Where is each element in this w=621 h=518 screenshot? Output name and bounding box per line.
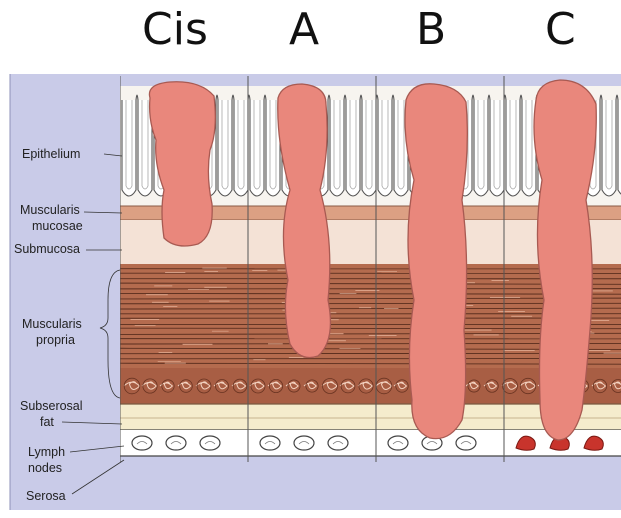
crypt (122, 100, 136, 196)
crypt (362, 100, 376, 196)
lymph-node (294, 436, 314, 450)
crypt (330, 100, 344, 196)
label-muscularis-propria-1: Muscularis (22, 317, 82, 331)
label-lymph-nodes-2: nodes (28, 461, 62, 475)
crypt (250, 100, 264, 196)
tumor-b (405, 84, 467, 439)
label-subserosal-fat-2: fat (40, 415, 54, 429)
crypt (218, 100, 232, 196)
label-muscularis-mucosae-2: mucosae (32, 219, 83, 233)
crypt (490, 100, 504, 196)
lymph-node-layer (120, 430, 621, 456)
crypt (234, 100, 248, 196)
lymph-node (132, 436, 152, 450)
crypt (602, 100, 616, 196)
lymph-node (166, 436, 186, 450)
lymph-node (388, 436, 408, 450)
crypt (346, 100, 360, 196)
crypt (506, 100, 520, 196)
label-lymph-nodes-1: Lymph (28, 445, 65, 459)
lymph-node (260, 436, 280, 450)
label-submucosa: Submucosa (14, 242, 80, 256)
lymph-node (456, 436, 476, 450)
lymph-node (200, 436, 220, 450)
lymph-node (328, 436, 348, 450)
label-muscularis-mucosae-1: Muscularis (20, 203, 80, 217)
label-epithelium: Epithelium (22, 147, 80, 161)
tumor-a (278, 84, 331, 358)
label-subserosal-fat-1: Subserosal (20, 399, 83, 413)
label-muscularis-propria-2: propria (36, 333, 75, 347)
label-serosa: Serosa (26, 489, 66, 503)
crypt (474, 100, 488, 196)
crypt (378, 100, 392, 196)
